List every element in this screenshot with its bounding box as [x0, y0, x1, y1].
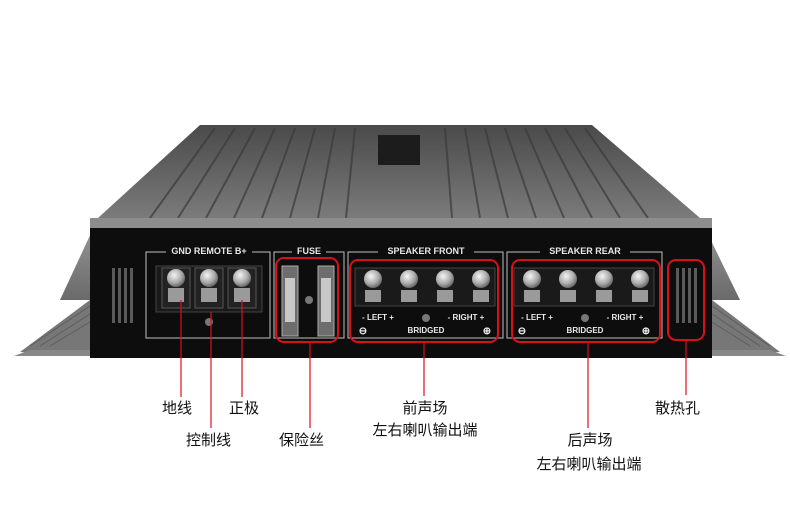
rear-callout-label-1: 后声场: [567, 431, 613, 449]
speaker-rear-terminals: [513, 267, 655, 322]
remote-terminal: [194, 267, 224, 309]
rear-left-label: - LEFT +: [521, 313, 553, 322]
front-minus-symbol: ⊖: [359, 326, 367, 337]
rear-minus-symbol: ⊖: [518, 326, 526, 337]
speaker-rear-highlight: [511, 259, 661, 343]
front-right-label: - RIGHT +: [448, 313, 485, 322]
fuse-label: FUSE: [297, 246, 321, 256]
gnd-remote-b-label: GND REMOTE B+: [171, 246, 246, 256]
front-callout-label-2: 左右喇叭输出端: [372, 421, 478, 439]
speaker-front-terminals: [354, 267, 496, 322]
power-terminal-block: [155, 265, 263, 326]
vent-slots-right: [676, 268, 697, 323]
vent-slots-left: [112, 268, 133, 323]
rear-plus-symbol: ⊕: [642, 326, 650, 337]
front-left-label: - LEFT +: [362, 313, 394, 322]
ground-terminal: [161, 267, 191, 309]
positive-terminal: [227, 267, 257, 309]
rear-right-label: - RIGHT +: [607, 313, 644, 322]
heatsink-fins: [14, 300, 786, 356]
ground-callout-label: 地线: [162, 399, 193, 417]
rear-callout-label-2: 左右喇叭输出端: [536, 455, 642, 473]
fuse-block: [281, 265, 335, 337]
speaker-front-label: SPEAKER FRONT: [387, 246, 465, 256]
front-plus-symbol: ⊕: [483, 326, 491, 337]
front-bridged-label: BRIDGED: [408, 326, 445, 335]
vent-callout-label: 散热孔: [655, 399, 701, 417]
speaker-rear-label: SPEAKER REAR: [549, 246, 621, 256]
front-callout-label-1: 前声场: [402, 399, 448, 417]
fuse-highlight: [275, 257, 339, 343]
rear-bridged-label: BRIDGED: [567, 326, 604, 335]
fuse-callout-label: 保险丝: [279, 431, 325, 449]
remote-callout-label: 控制线: [186, 431, 232, 449]
amplifier-body: [60, 125, 740, 300]
positive-callout-label: 正极: [229, 399, 260, 417]
